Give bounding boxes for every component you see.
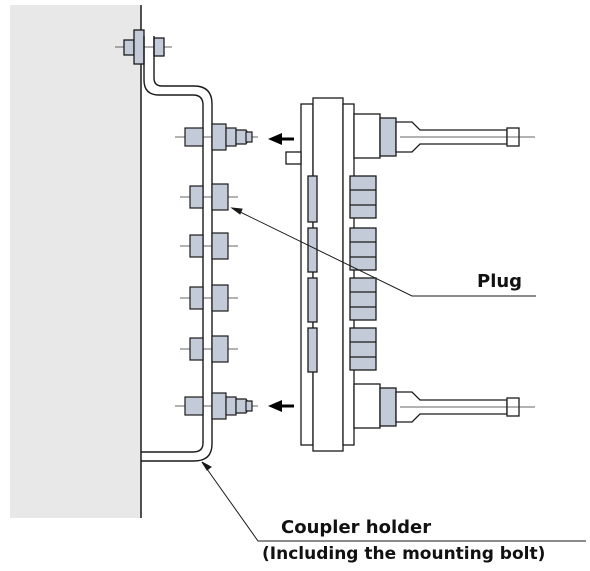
plug-leader-line [230,207,536,297]
socket-arm-bottom [353,383,535,429]
plug-bottom [175,392,258,420]
arrow-bottom [268,400,294,412]
arrow-top [268,133,294,145]
plug-label: Plug [477,271,523,292]
socket-arm-top [353,113,535,159]
plug-5 [180,335,238,363]
coupler-holder-bracket [141,36,213,462]
plug-4 [180,284,238,312]
coupler-holder-note: (Including the mounting bolt) [262,544,546,564]
coupler-holder-label: Coupler holder [281,517,432,538]
plug-top [175,123,258,151]
plug-2 [180,183,238,211]
coupler-holder-leader-line [201,461,586,542]
socket-block [285,97,377,452]
mounting-wall [10,5,142,518]
plug-3 [180,232,238,260]
